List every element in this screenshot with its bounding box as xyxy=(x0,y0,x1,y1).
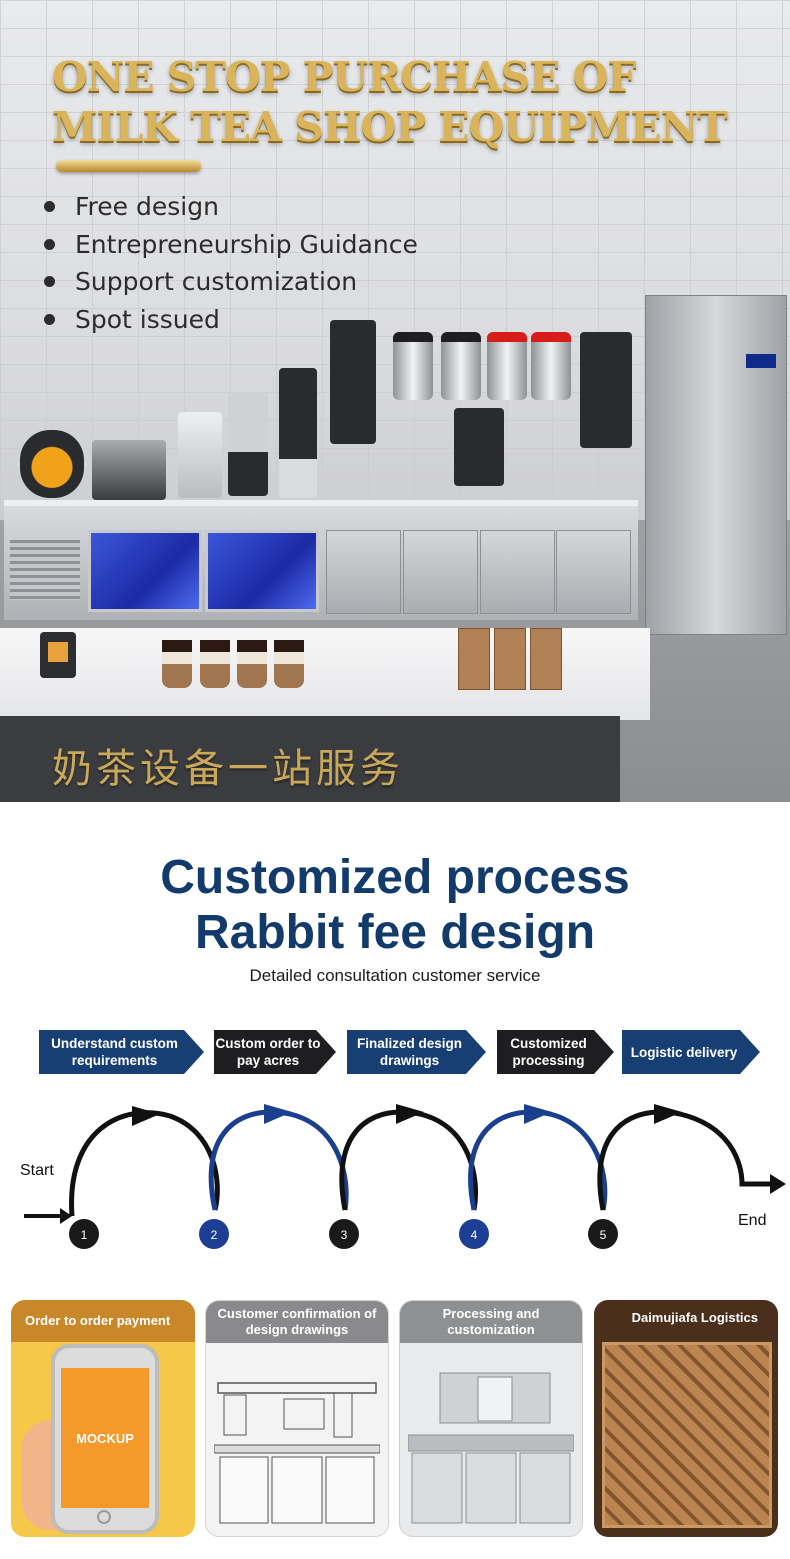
cabinet-door xyxy=(480,530,555,614)
counter-sign: 奶茶设备一站服务 xyxy=(52,746,404,792)
loop-4-arrow xyxy=(524,1104,552,1124)
ice-machine xyxy=(645,295,787,635)
steam-machine xyxy=(330,320,376,444)
cabinet-door xyxy=(326,530,401,614)
fridge-door-right xyxy=(205,530,319,612)
end-label: End xyxy=(738,1212,767,1229)
card-title: Order to order payment xyxy=(11,1300,195,1342)
flow-diagram: 1 2 3 4 5 xyxy=(24,1104,786,1249)
svg-text:2: 2 xyxy=(211,1228,218,1242)
drink-cup xyxy=(274,640,304,688)
induction-cooker xyxy=(92,440,166,500)
phone-mockup: MOCKUP xyxy=(51,1344,159,1534)
tea-urn xyxy=(393,332,433,400)
drink-cup xyxy=(237,640,267,688)
product-box xyxy=(530,628,562,690)
rice-cooker xyxy=(20,430,84,498)
start-label: Start xyxy=(20,1162,54,1179)
drink-cup xyxy=(162,640,192,688)
start-arrow-head xyxy=(60,1208,72,1224)
bullet-icon xyxy=(44,238,55,250)
product-box xyxy=(494,628,526,690)
home-button-icon xyxy=(97,1510,111,1524)
mixer xyxy=(178,412,222,498)
hero-title: ONE STOP PURCHASE OF MILK TEA SHOP EQUIP… xyxy=(52,53,728,151)
loop-3-arrow xyxy=(396,1104,424,1124)
node-5: 5 xyxy=(588,1219,618,1249)
shipping-crates-image xyxy=(602,1342,772,1528)
fridge-door-left xyxy=(88,530,202,612)
step-3-arrow: Finalized design drawings xyxy=(347,1030,486,1074)
step-arrows: Understand custom requirements Custom or… xyxy=(0,1030,790,1076)
fructose-machine xyxy=(454,408,504,486)
loop-1 xyxy=(69,1110,220,1217)
step-5-arrow: Logistic delivery xyxy=(622,1030,760,1074)
card-processing: Processing and customization xyxy=(399,1300,583,1537)
drink-cup xyxy=(200,640,230,688)
process-flow: 1 2 3 4 5 Start End xyxy=(0,1092,790,1252)
tea-urn-red xyxy=(531,332,571,400)
phone-screen: MOCKUP xyxy=(61,1368,149,1508)
product-box xyxy=(458,628,490,690)
bullet-icon xyxy=(44,276,55,288)
tea-urn xyxy=(441,332,481,400)
feature-item: Entrepreneurship Guidance xyxy=(44,226,418,264)
hero-banner: 奶茶设备一站服务 ONE STOP PURCHASE OF MILK TEA S… xyxy=(0,0,790,802)
sealing-machine xyxy=(580,332,632,448)
step-1-arrow: Understand custom requirements xyxy=(39,1030,204,1074)
loop-5-arrow xyxy=(654,1104,682,1124)
loop-1-arrow xyxy=(132,1106,160,1126)
loop-2-arrow xyxy=(264,1104,292,1124)
card-title: Customer confirmation of design drawings xyxy=(206,1301,388,1343)
feature-item: Spot issued xyxy=(44,301,418,339)
blender xyxy=(228,392,268,496)
fridge-vent xyxy=(10,540,80,600)
cabinet-door xyxy=(403,530,478,614)
node-1: 1 xyxy=(69,1219,99,1249)
svg-text:5: 5 xyxy=(600,1228,607,1242)
process-section: Customized process Rabbit fee design Det… xyxy=(0,802,790,1559)
step-2-arrow: Custom order to pay acres xyxy=(214,1030,336,1074)
gold-divider xyxy=(56,160,201,172)
card-title: Processing and customization xyxy=(400,1301,582,1343)
process-title: Customized process Rabbit fee design xyxy=(160,851,630,959)
feature-list: Free design Entrepreneurship Guidance Su… xyxy=(44,188,418,338)
cabinet-door xyxy=(556,530,631,614)
design-sketch-image xyxy=(214,1382,380,1524)
loop-2 xyxy=(208,1109,349,1211)
card-title: Daimujiafa Logistics xyxy=(631,1310,758,1325)
card-order-payment: Order to order payment MOCKUP xyxy=(11,1300,195,1537)
process-subtitle: Detailed consultation customer service xyxy=(249,966,541,985)
card-logistics: Daimujiafa Logistics xyxy=(594,1300,778,1537)
node-3: 3 xyxy=(329,1219,359,1249)
step-4-arrow: Customized processing xyxy=(497,1030,614,1074)
svg-text:4: 4 xyxy=(471,1228,478,1242)
water-boiler xyxy=(279,368,317,498)
processing-image xyxy=(408,1372,574,1524)
node-2: 2 xyxy=(199,1219,229,1249)
svg-text:1: 1 xyxy=(81,1228,88,1242)
node-4: 4 xyxy=(459,1219,489,1249)
tea-urn-red xyxy=(487,332,527,400)
counter-front-panel xyxy=(0,716,620,802)
loop-3 xyxy=(339,1109,479,1211)
svg-text:3: 3 xyxy=(341,1228,348,1242)
feature-item: Support customization xyxy=(44,263,418,301)
bullet-icon xyxy=(44,201,55,213)
end-arrow-head xyxy=(770,1174,786,1194)
loop-4 xyxy=(468,1109,608,1211)
feature-item: Free design xyxy=(44,188,418,226)
loop-5 xyxy=(597,1109,772,1211)
card-reader xyxy=(40,632,76,678)
bullet-icon xyxy=(44,313,55,325)
card-design-drawings: Customer confirmation of design drawings xyxy=(205,1300,389,1537)
